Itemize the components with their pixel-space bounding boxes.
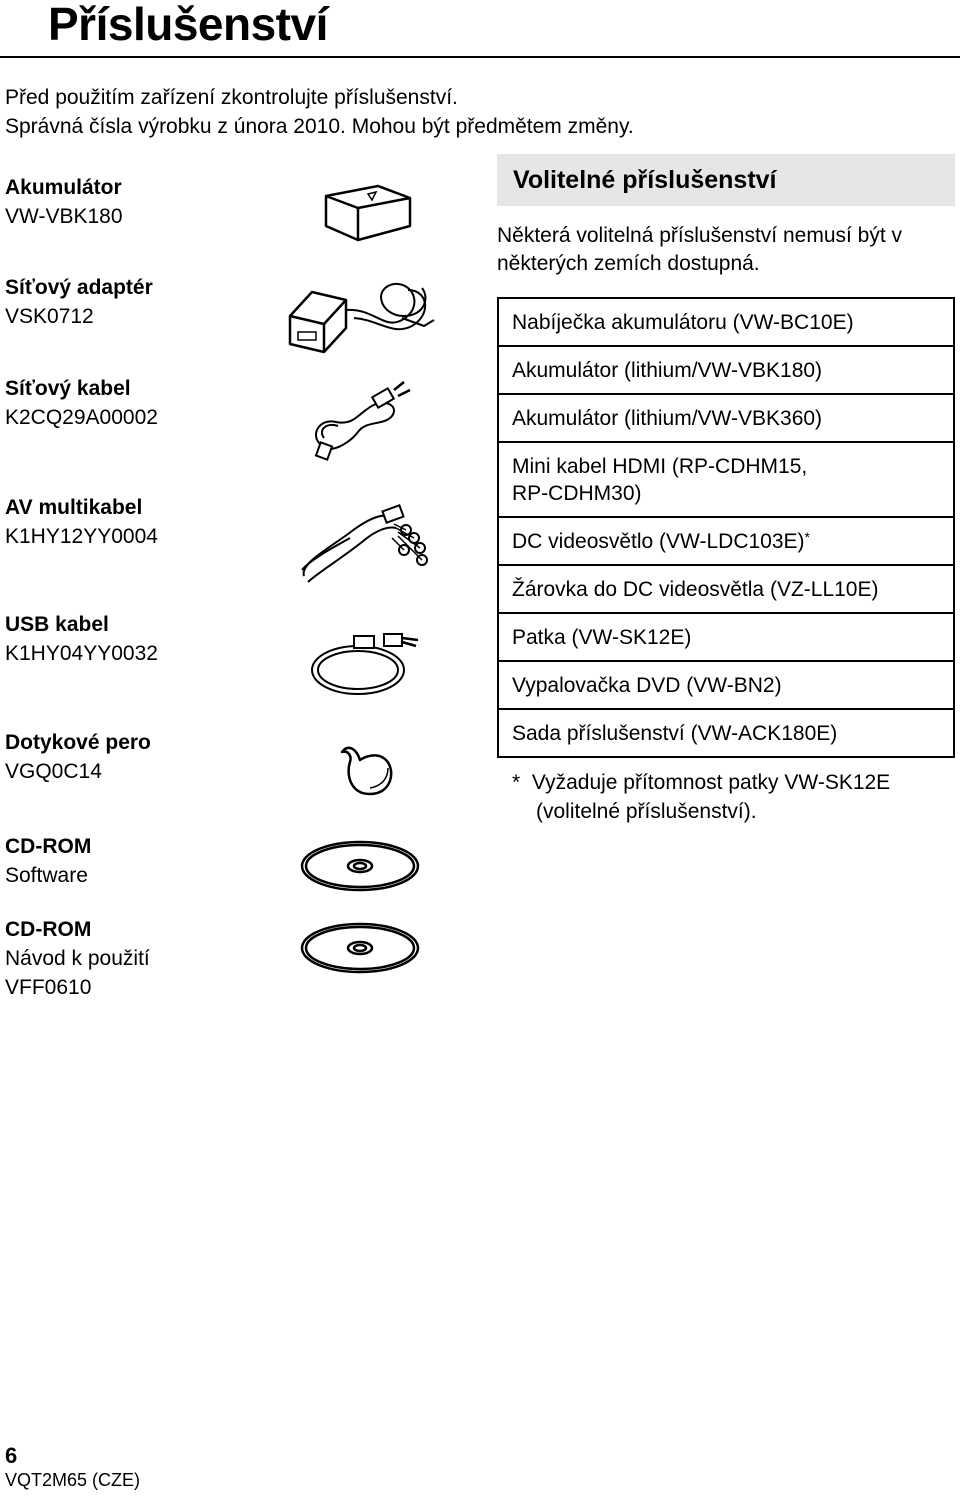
accessory-cdrom-manual: CD-ROM Návod k použití VFF0610 [5,915,150,1002]
accessory-av-cable: AV multikabel K1HY12YY0004 [5,493,158,551]
footnote-line-2: (volitelné příslušenství). [536,800,757,823]
table-row: Vypalovačka DVD (VW-BN2) [499,662,953,710]
optional-item: Sada příslušenství (VW-ACK180E) [512,721,838,745]
cdrom-manual-icon [300,922,420,974]
footnote: * Vyžaduje přítomnost patky VW-SK12E (vo… [512,768,890,826]
accessory-name: Akumulátor [5,176,122,199]
accessory-name: Dotykové pero [5,731,151,754]
optional-note-line-2: některých zemích dostupná. [497,252,760,275]
accessory-code: K2CQ29A00002 [5,406,158,429]
optional-accessories-heading: Volitelné příslušenství [497,154,955,206]
table-row: Patka (VW-SK12E) [499,614,953,662]
optional-item: Nabíječka akumulátoru (VW-BC10E) [512,310,854,334]
accessory-name: USB kabel [5,613,109,636]
optional-item: Žárovka do DC videosvětla (VZ-LL10E) [512,577,879,601]
footnote-line-1: * Vyžaduje přítomnost patky VW-SK12E [512,771,891,794]
accessory-code: Návod k použití [5,947,150,970]
accessory-code: VW-VBK180 [5,205,123,228]
accessory-code: Software [5,864,88,887]
accessory-usb-cable: USB kabel K1HY04YY0032 [5,610,158,668]
power-cable-icon [314,381,411,461]
accessory-name: AV multikabel [5,496,143,519]
accessory-code-2: VFF0610 [5,976,92,999]
accessory-code: VGQ0C14 [5,760,102,783]
optional-item: Vypalovačka DVD (VW-BN2) [512,673,782,697]
page-number: 6 [5,1443,18,1468]
optional-item-continued: RP-CDHM30) [512,481,642,505]
document-code: VQT2M65 (CZE) [5,1470,141,1490]
stylus-icon [340,746,393,796]
intro-line-2: Správná čísla výrobku z února 2010. Moho… [5,115,634,138]
table-row: Nabíječka akumulátoru (VW-BC10E) [499,299,953,347]
accessory-stylus: Dotykové pero VGQ0C14 [5,728,151,786]
intro-text: Před použitím zařízení zkontrolujte přís… [5,83,634,141]
usb-cable-icon [311,633,419,695]
accessory-battery: Akumulátor VW-VBK180 [5,173,123,231]
optional-item: DC videosvětlo (VW-LDC103E) [512,529,805,553]
table-row: Žárovka do DC videosvětla (VZ-LL10E) [499,566,953,614]
accessory-name: Síťový kabel [5,377,131,400]
accessory-code: K1HY04YY0032 [5,642,158,665]
title-divider [0,56,960,58]
optional-accessories-table: Nabíječka akumulátoru (VW-BC10E) Akumulá… [497,297,955,758]
optional-item: Akumulátor (lithium/VW-VBK360) [512,406,823,430]
accessory-cdrom-software: CD-ROM Software [5,832,91,890]
optional-note-line-1: Některá volitelná příslušenství nemusí b… [497,224,903,247]
accessory-code: K1HY12YY0004 [5,525,158,548]
footnote-mark: * [512,771,521,794]
table-row: Sada příslušenství (VW-ACK180E) [499,710,953,758]
accessory-name: CD-ROM [5,835,92,858]
page-title: Příslušenství [48,0,328,50]
av-cable-icon [301,504,428,583]
optional-accessories-note: Některá volitelná příslušenství nemusí b… [497,222,957,278]
accessory-ac-adaptor: Síťový adaptér VSK0712 [5,273,153,331]
optional-item: Mini kabel HDMI (RP-CDHM15, [512,454,808,478]
accessory-name: CD-ROM [5,918,92,941]
table-row: Akumulátor (lithium/VW-VBK180) [499,347,953,395]
cdrom-software-icon [300,840,420,892]
optional-item: Akumulátor (lithium/VW-VBK180) [512,358,823,382]
asterisk-mark: * [804,528,810,545]
optional-item: Patka (VW-SK12E) [512,625,692,649]
table-row: Mini kabel HDMI (RP-CDHM15, RP-CDHM30) [499,443,953,518]
accessory-power-cable: Síťový kabel K2CQ29A00002 [5,374,158,432]
accessory-name: Síťový adaptér [5,276,153,299]
battery-icon [324,184,412,242]
table-row: Akumulátor (lithium/VW-VBK360) [499,395,953,443]
accessory-code: VSK0712 [5,305,94,328]
table-row: DC videosvětlo (VW-LDC103E)* [499,518,953,566]
ac-adaptor-icon [288,282,435,354]
intro-line-1: Před použitím zařízení zkontrolujte přís… [5,86,458,109]
